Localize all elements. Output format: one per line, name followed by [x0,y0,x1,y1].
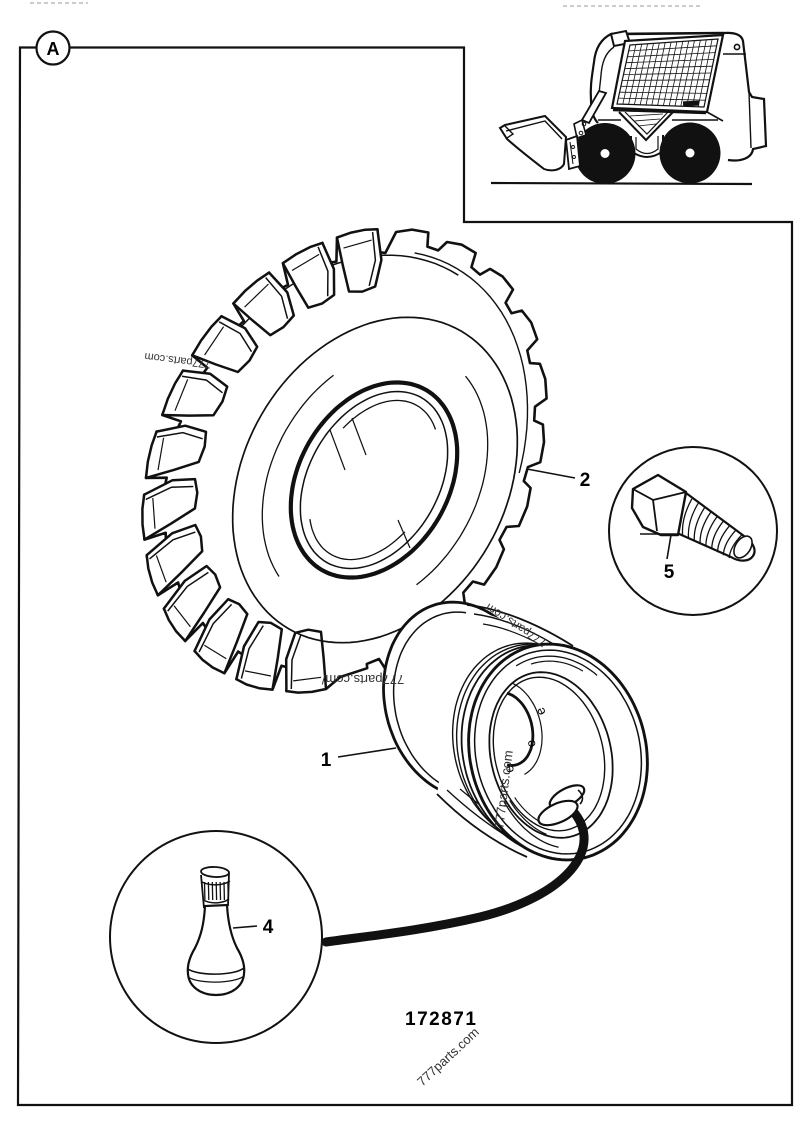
svg-text:172871: 172871 [405,1009,477,1030]
svg-text:5: 5 [664,562,675,583]
svg-text:4: 4 [263,917,274,938]
svg-text:e: e [501,764,517,774]
svg-text:A: A [47,39,60,59]
svg-text:1: 1 [321,750,332,771]
svg-text:e: e [523,738,539,749]
svg-text:777parts.com/: 777parts.com/ [321,672,404,687]
svg-text:2: 2 [580,470,591,491]
